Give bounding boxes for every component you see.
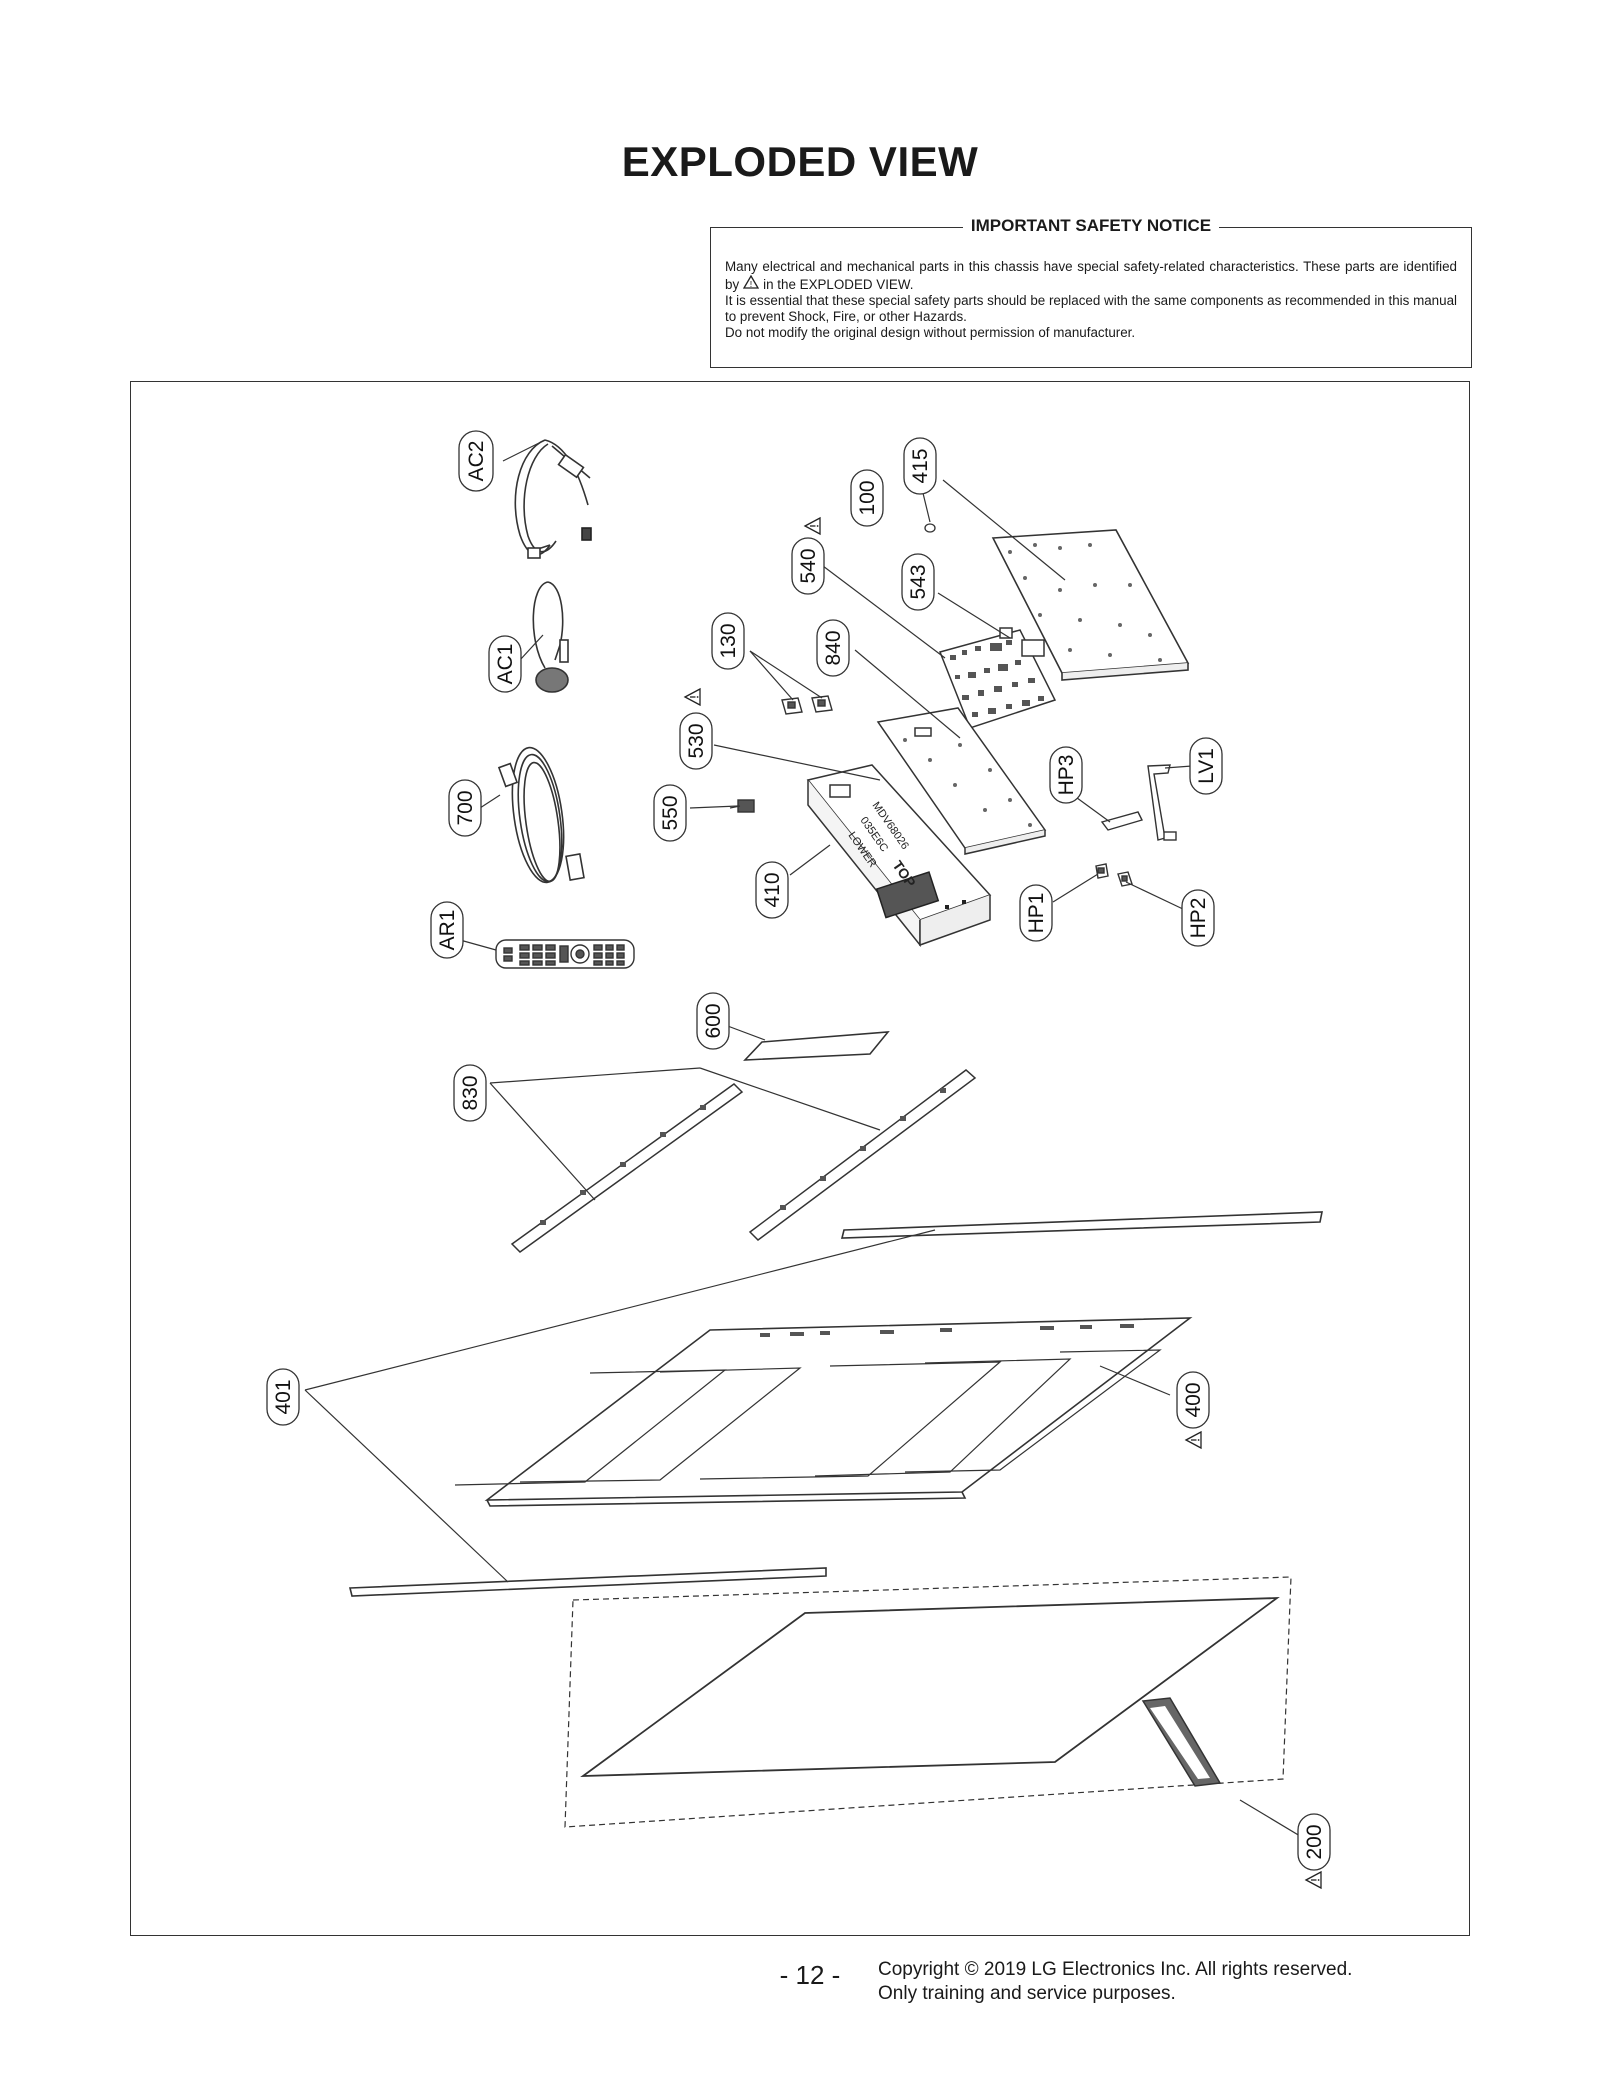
top-bar-part bbox=[840, 1211, 1323, 1239]
callout-540: 540 bbox=[791, 537, 825, 595]
callout-401: 401 bbox=[266, 1368, 300, 1426]
warning-triangle-icon bbox=[1185, 1431, 1202, 1449]
warning-triangle-icon bbox=[684, 688, 701, 706]
svg-text:400: 400 bbox=[1182, 1382, 1205, 1417]
main-board-part bbox=[938, 627, 1057, 729]
notice-text-2: It is essential that these special safet… bbox=[725, 293, 1457, 324]
hp3-cable-part bbox=[1100, 811, 1144, 831]
callout-543: 543 bbox=[901, 553, 935, 611]
remote-control-part bbox=[495, 939, 635, 969]
hp2-part bbox=[1117, 871, 1133, 887]
callout-415: 415 bbox=[903, 437, 937, 495]
callout-400: 400 bbox=[1176, 1371, 1210, 1429]
power-board-part bbox=[806, 764, 992, 948]
warning-triangle-icon: ! bbox=[743, 274, 760, 293]
cover-plate-part bbox=[743, 1031, 890, 1061]
callout-AR1: AR1 bbox=[430, 901, 464, 959]
diagram-frame bbox=[130, 381, 1470, 1936]
callout-HP3: HP3 bbox=[1049, 746, 1083, 804]
washer-part bbox=[924, 523, 936, 533]
safety-notice-body: Many electrical and mechanical parts in … bbox=[725, 259, 1457, 341]
page-title: EXPLODED VIEW bbox=[621, 138, 979, 185]
callout-600: 600 bbox=[696, 992, 730, 1050]
page-number: - 12 - bbox=[779, 1960, 841, 1990]
notice-text-1a: Many electrical and mechanical parts in … bbox=[725, 259, 1457, 292]
panel-dashed-outline bbox=[564, 1576, 1292, 1828]
callout-550: 550 bbox=[653, 784, 687, 842]
callout-700: 700 bbox=[448, 779, 482, 837]
notice-text-3: Do not modify the original design withou… bbox=[725, 325, 1136, 340]
svg-text:401: 401 bbox=[272, 1379, 295, 1414]
svg-text:AC1: AC1 bbox=[494, 644, 517, 685]
svg-text:100: 100 bbox=[856, 480, 879, 515]
connector-part bbox=[729, 799, 755, 813]
lcd-panel-part bbox=[580, 1597, 1280, 1777]
rail-left-part bbox=[510, 1083, 744, 1253]
callout-HP2: HP2 bbox=[1181, 889, 1215, 947]
ac2-cable-part bbox=[514, 439, 592, 559]
svg-text:550: 550 bbox=[659, 795, 682, 830]
safety-notice-heading: IMPORTANT SAFETY NOTICE bbox=[711, 216, 1471, 236]
svg-text:AR1: AR1 bbox=[436, 910, 459, 951]
callout-410: 410 bbox=[755, 861, 789, 919]
ac1-cable-part bbox=[532, 581, 569, 693]
purpose-line: Only training and service purposes. bbox=[878, 1983, 1176, 2004]
hp1-part bbox=[1095, 863, 1109, 879]
callout-HP1: HP1 bbox=[1019, 884, 1053, 942]
copyright-line: Copyright © 2019 LG Electronics Inc. All… bbox=[878, 1959, 1353, 1980]
notice-text-1b: in the EXPLODED VIEW. bbox=[763, 277, 914, 292]
safety-notice-box: IMPORTANT SAFETY NOTICE Many electrical … bbox=[710, 216, 1472, 368]
callout-830: 830 bbox=[453, 1064, 487, 1122]
svg-text:543: 543 bbox=[907, 564, 930, 599]
callout-100: 100 bbox=[850, 469, 884, 527]
svg-text:LV1: LV1 bbox=[1195, 748, 1218, 784]
callout-LV1: LV1 bbox=[1189, 737, 1223, 795]
callout-840: 840 bbox=[816, 619, 850, 677]
leader-lines bbox=[304, 439, 1316, 1846]
footer-copyright: Copyright © 2019 LG Electronics Inc. All… bbox=[878, 1958, 1352, 2006]
svg-text:HP3: HP3 bbox=[1055, 755, 1078, 796]
svg-text:700: 700 bbox=[454, 790, 477, 825]
svg-text:415: 415 bbox=[909, 448, 932, 483]
svg-text:AC2: AC2 bbox=[465, 441, 488, 482]
shield-plate-part bbox=[876, 707, 1047, 855]
svg-text:HP2: HP2 bbox=[1187, 898, 1210, 939]
callout-530: 530 bbox=[679, 712, 713, 770]
svg-text:200: 200 bbox=[1303, 1824, 1326, 1859]
svg-text:540: 540 bbox=[797, 548, 820, 583]
warning-triangle-icon bbox=[1305, 1871, 1322, 1889]
callout-200: 200 bbox=[1297, 1813, 1331, 1871]
power-cord-part bbox=[497, 746, 585, 884]
tcon-board-part bbox=[1141, 1697, 1222, 1787]
svg-text:130: 130 bbox=[717, 623, 740, 658]
warning-triangle-icon bbox=[804, 517, 821, 535]
svg-text:600: 600 bbox=[702, 1003, 725, 1038]
svg-text:HP1: HP1 bbox=[1025, 893, 1048, 934]
svg-text:!: ! bbox=[750, 280, 752, 289]
bracket-part bbox=[781, 695, 833, 715]
svg-text:410: 410 bbox=[761, 872, 784, 907]
svg-text:830: 830 bbox=[459, 1075, 482, 1110]
svg-text:530: 530 bbox=[685, 723, 708, 758]
back-cover-part bbox=[991, 529, 1190, 681]
main-frame-part bbox=[454, 1317, 1193, 1507]
callout-130: 130 bbox=[711, 612, 745, 670]
callout-AC1: AC1 bbox=[488, 635, 522, 693]
lv1-cable-part bbox=[1147, 764, 1177, 841]
callout-AC2: AC2 bbox=[458, 430, 494, 492]
bottom-bar-part bbox=[348, 1567, 827, 1597]
rail-right-part bbox=[748, 1069, 977, 1241]
svg-text:840: 840 bbox=[822, 630, 845, 665]
